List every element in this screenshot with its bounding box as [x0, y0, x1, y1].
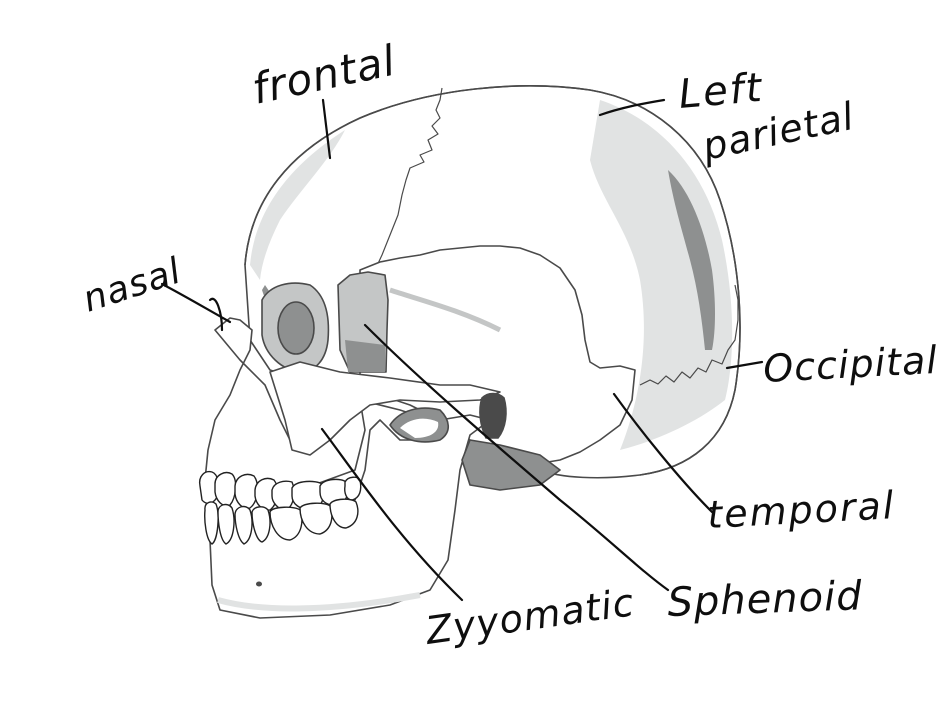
- leader-nasal: [160, 282, 232, 332]
- skull-illustration: [198, 85, 741, 619]
- leader-left-parietal: [598, 98, 666, 117]
- upper-teeth: [198, 470, 362, 511]
- label-temporal: temporal: [706, 483, 896, 537]
- label-left: Left: [677, 65, 765, 118]
- leader-sphenoid: [363, 323, 670, 592]
- parietal-shade: [590, 100, 733, 450]
- leader-occipital: [725, 360, 764, 370]
- frontal-shade: [250, 130, 345, 280]
- lambdoid-suture: [639, 284, 739, 386]
- lower-teeth: [204, 498, 359, 545]
- parietal-dark-shade: [668, 170, 715, 350]
- zygomatic-bone: [269, 361, 501, 456]
- ear-canal: [479, 392, 507, 439]
- leader-temporal: [612, 392, 714, 514]
- leader-lines: [160, 98, 764, 602]
- label-sphenoid: Sphenoid: [667, 573, 864, 626]
- styloid-region: [461, 439, 561, 491]
- leader-frontal: [321, 98, 332, 160]
- label-occipital: Occipital: [762, 338, 939, 391]
- coronal-suture: [374, 87, 443, 271]
- orbit-inner: [277, 301, 315, 355]
- label-nasal: nasal: [78, 250, 186, 320]
- leader-zygomatic: [320, 427, 464, 602]
- mental-foramen: [256, 581, 262, 587]
